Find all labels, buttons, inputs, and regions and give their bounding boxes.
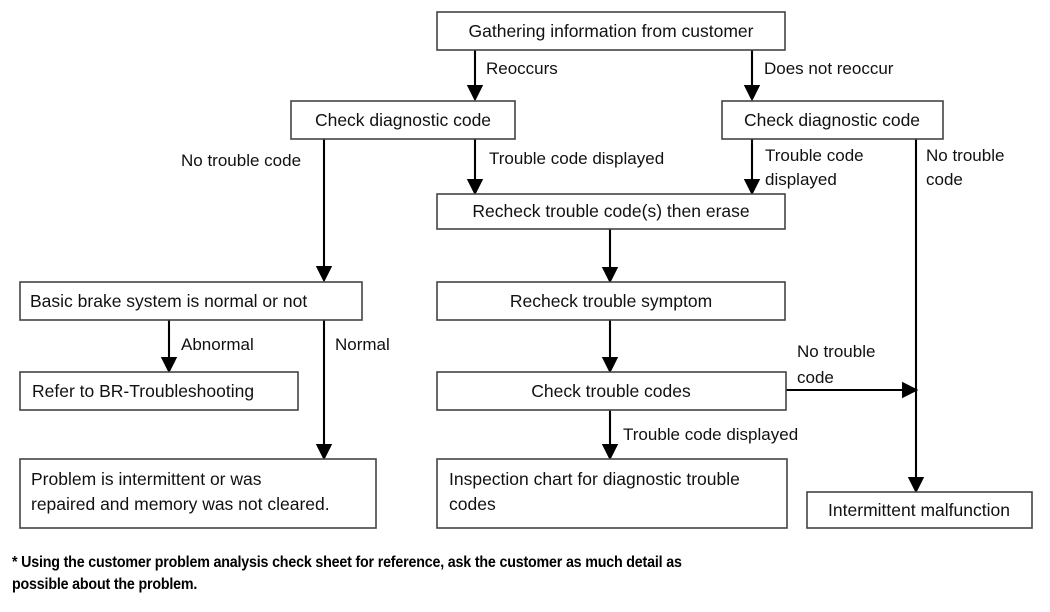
node-check-trouble-codes-label: Check trouble codes <box>531 381 691 401</box>
edge-label-normal: Normal <box>335 335 390 354</box>
node-intermittent-malfunction: Intermittent malfunction <box>806 491 1033 529</box>
edge-label-does-not-reoccur: Does not reoccur <box>764 59 894 78</box>
node-problem-intermittent: Problem is intermittent or was repaired … <box>19 458 377 529</box>
node-intermittent-malfunction-label: Intermittent malfunction <box>828 500 1010 520</box>
node-recheck-trouble-codes-erase: Recheck trouble code(s) then erase <box>436 193 786 230</box>
node-recheck-trouble-symptom: Recheck trouble symptom <box>436 281 786 321</box>
edge-label-abnormal: Abnormal <box>181 335 254 354</box>
edge-label-trouble-code-displayed-right-line1: Trouble code <box>765 146 864 165</box>
edge-label-no-trouble-code-left: No trouble code <box>181 151 301 170</box>
edge-label-no-trouble-code-right-line1: No trouble <box>926 146 1004 165</box>
node-basic-brake-system-label: Basic brake system is normal or not <box>30 291 307 311</box>
node-inspection-chart: Inspection chart for diagnostic trouble … <box>436 458 788 529</box>
node-recheck-trouble-codes-erase-label: Recheck trouble code(s) then erase <box>472 201 749 221</box>
node-refer-br-troubleshooting-label: Refer to BR-Troubleshooting <box>32 381 254 401</box>
node-gathering-information: Gathering information from customer <box>436 11 786 51</box>
node-check-diagnostic-code-right-label: Check diagnostic code <box>744 110 920 130</box>
edge-label-reoccurs: Reoccurs <box>486 59 558 78</box>
node-problem-intermittent-line1: Problem is intermittent or was <box>31 469 262 489</box>
node-check-diagnostic-code-right: Check diagnostic code <box>721 100 944 140</box>
node-problem-intermittent-line2: repaired and memory was not cleared. <box>31 494 330 514</box>
node-check-diagnostic-code-left-label: Check diagnostic code <box>315 110 491 130</box>
node-inspection-chart-line1: Inspection chart for diagnostic trouble <box>449 469 740 489</box>
node-basic-brake-system: Basic brake system is normal or not <box>19 281 363 321</box>
edge-label-no-trouble-code-right-line2: code <box>926 170 963 189</box>
node-check-trouble-codes: Check trouble codes <box>436 371 787 411</box>
node-recheck-trouble-symptom-label: Recheck trouble symptom <box>510 291 712 311</box>
node-inspection-chart-line2: codes <box>449 494 496 514</box>
edge-label-trouble-code-displayed-right-line2: displayed <box>765 170 837 189</box>
footnote-text: * Using the customer problem analysis ch… <box>12 554 682 594</box>
edge-label-no-trouble-code-mid-line1: No trouble <box>797 342 875 361</box>
node-gathering-information-label: Gathering information from customer <box>469 21 754 41</box>
edge-label-no-trouble-code-mid-line2: code <box>797 368 834 387</box>
edge-label-trouble-code-displayed-mid: Trouble code displayed <box>623 425 798 444</box>
node-refer-br-troubleshooting: Refer to BR-Troubleshooting <box>19 371 299 411</box>
edge-label-trouble-code-displayed-left: Trouble code displayed <box>489 149 664 168</box>
node-check-diagnostic-code-left: Check diagnostic code <box>290 100 516 140</box>
